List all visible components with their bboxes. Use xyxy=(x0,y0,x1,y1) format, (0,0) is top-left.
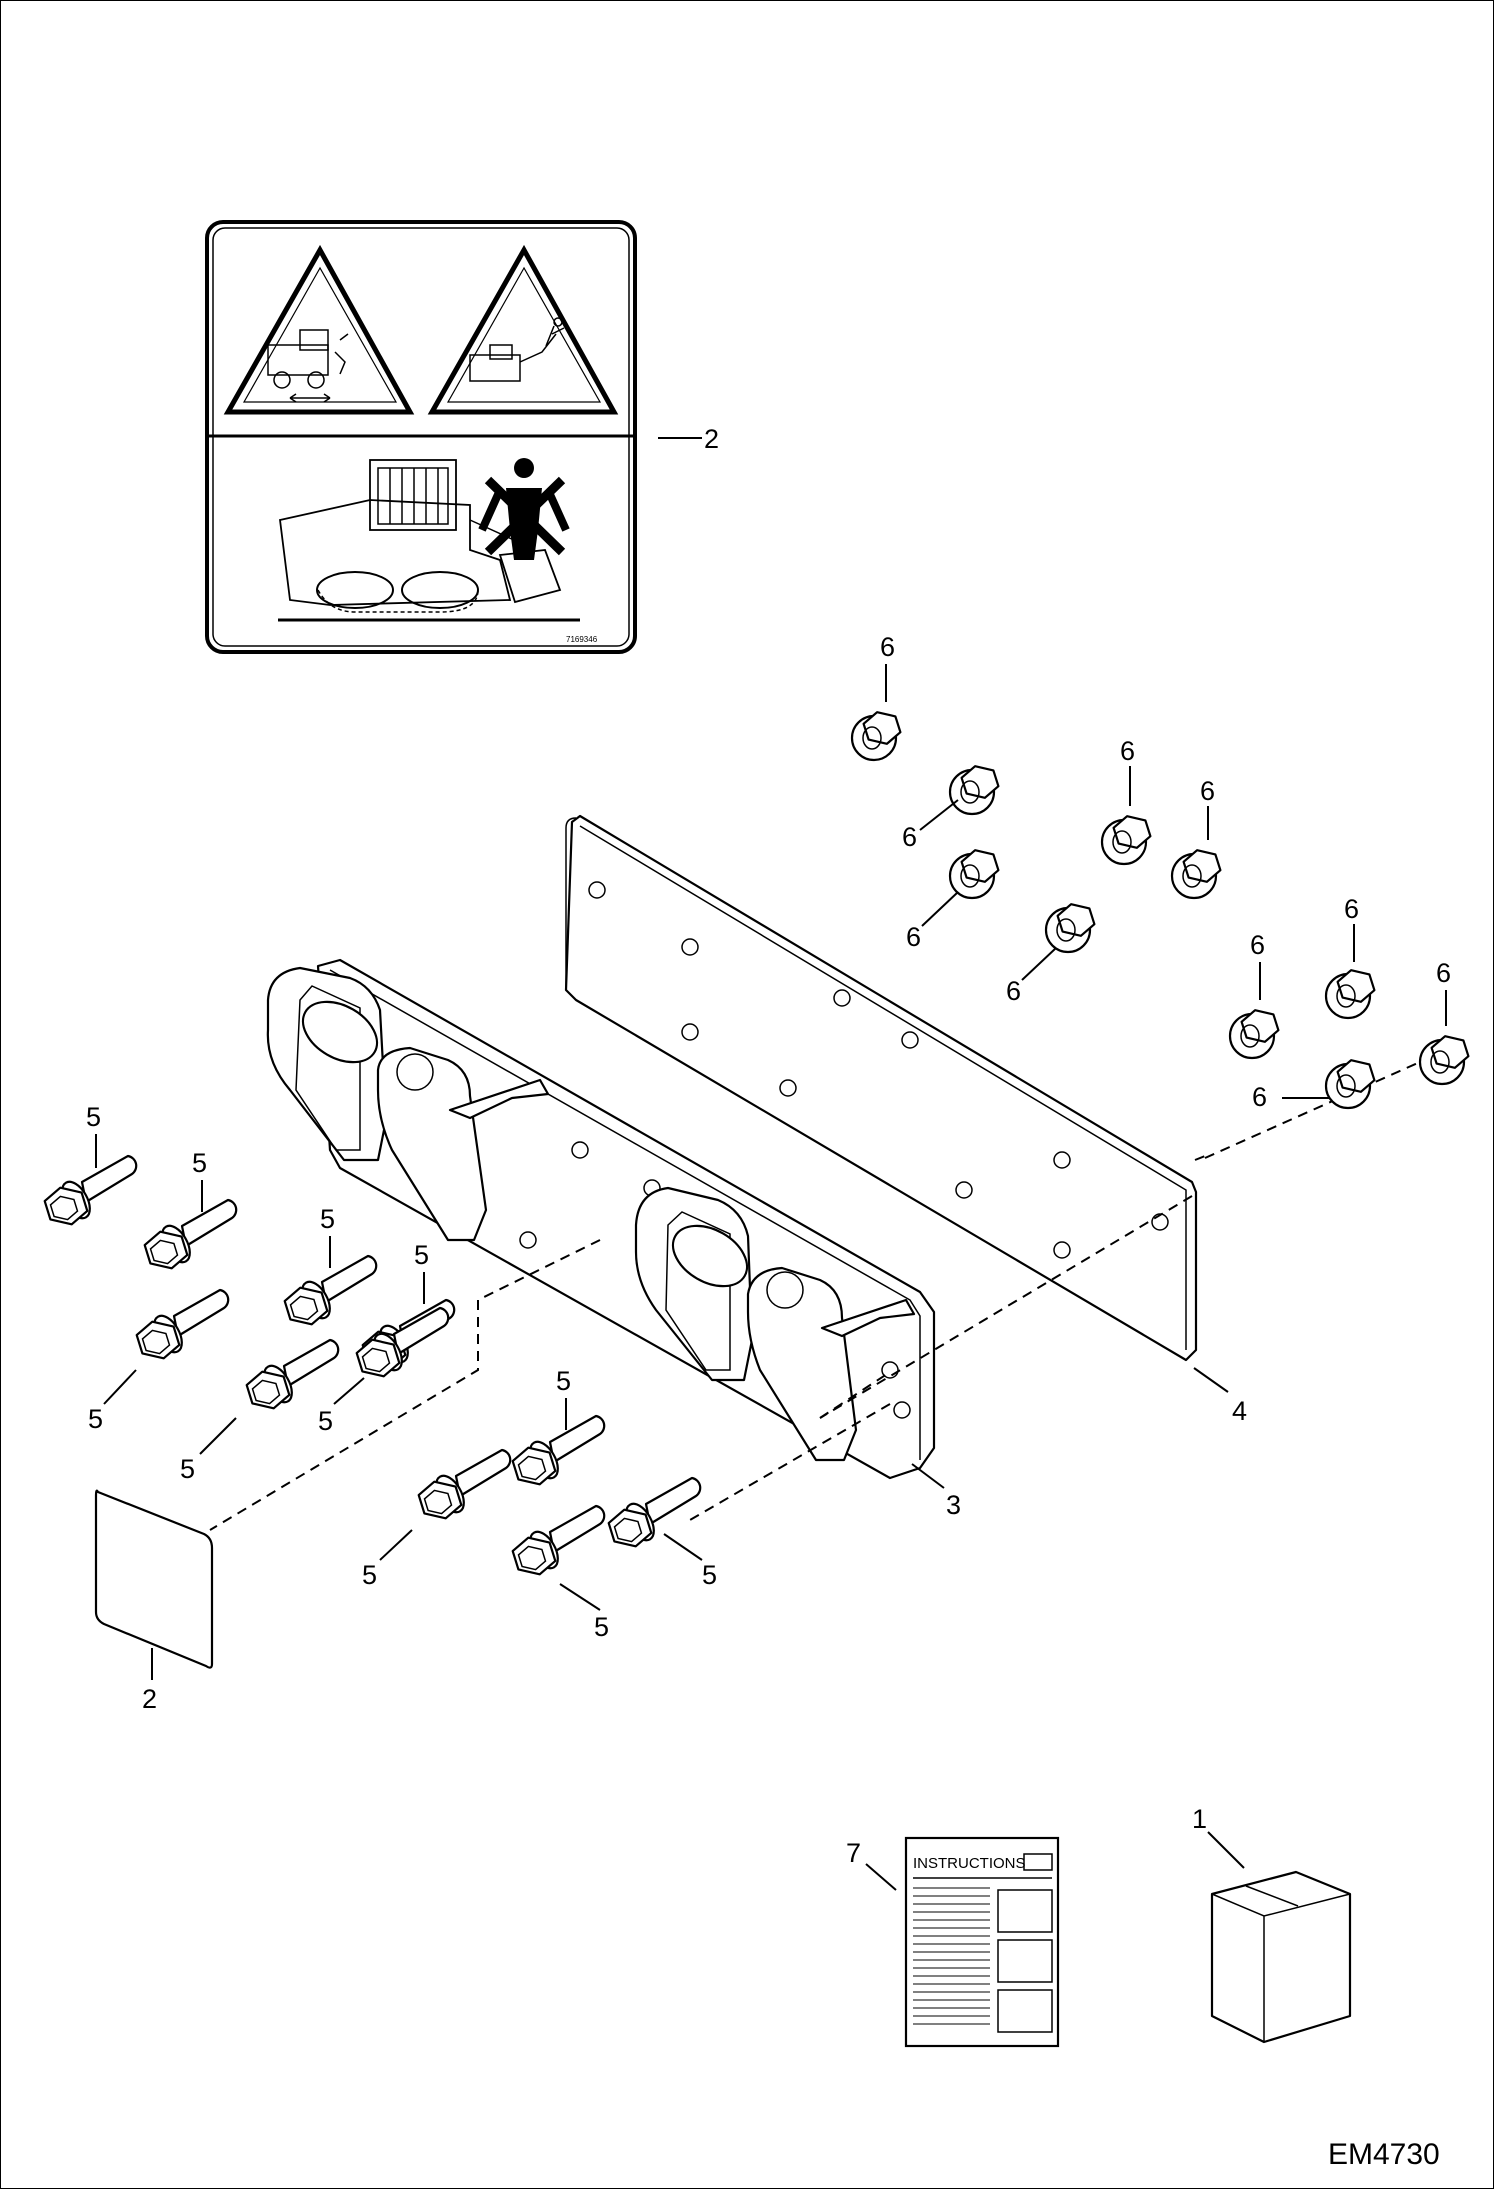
flange-nut: 6 xyxy=(850,632,902,762)
callout-6: 6 xyxy=(1344,894,1359,924)
callout-5: 5 xyxy=(556,1366,571,1396)
bolt: 5 xyxy=(607,1476,717,1590)
safety-decal: 7169346 xyxy=(205,220,637,654)
callout-6: 6 xyxy=(1200,776,1215,806)
callout-5: 5 xyxy=(702,1560,717,1590)
bolt: 5 xyxy=(143,1148,238,1270)
callout-5: 5 xyxy=(86,1102,101,1132)
bolt: 5 xyxy=(511,1504,609,1642)
callout-5: 5 xyxy=(414,1240,429,1270)
mounting-bracket xyxy=(266,958,936,1480)
bolt: 5 xyxy=(283,1204,378,1326)
callout-6: 6 xyxy=(906,922,921,952)
instruction-manual: INSTRUCTIONS xyxy=(904,1836,1060,2048)
bolt: 5 xyxy=(43,1102,138,1226)
callout-2-sheet: 2 xyxy=(142,1684,157,1714)
flange-nut: 6 xyxy=(906,849,1000,952)
flange-nut: 6 xyxy=(1324,894,1376,1020)
no-person-icon xyxy=(478,458,570,560)
flange-nut: 6 xyxy=(1228,930,1280,1060)
callout-5: 5 xyxy=(318,1406,333,1436)
nut-group: 6 6 6 6 6 6 6 6 6 6 xyxy=(850,632,1470,1112)
callout-5: 5 xyxy=(88,1404,103,1434)
callout-5: 5 xyxy=(362,1560,377,1590)
bolt: 5 xyxy=(88,1288,230,1434)
box-icon xyxy=(1210,1870,1352,2044)
flange-nut: 6 xyxy=(902,765,1000,852)
flange-nut: 6 xyxy=(1418,958,1470,1086)
callout-5: 5 xyxy=(320,1204,335,1234)
callout-5: 5 xyxy=(594,1612,609,1642)
callout-6: 6 xyxy=(1006,976,1021,1006)
flange-nut: 6 xyxy=(1100,736,1152,866)
backing-plate xyxy=(564,814,1198,1362)
track-loader-icon xyxy=(278,459,580,622)
manual-title: INSTRUCTIONS xyxy=(913,1855,1026,1872)
decal-sheet xyxy=(94,1489,214,1669)
flange-nut: 6 xyxy=(1252,1059,1376,1112)
callout-7: 7 xyxy=(846,1838,861,1868)
callout-3: 3 xyxy=(946,1490,961,1520)
callout-6: 6 xyxy=(1436,958,1451,988)
callout-5: 5 xyxy=(192,1148,207,1178)
callout-6: 6 xyxy=(902,822,917,852)
bolt: 5 xyxy=(511,1366,606,1486)
warning-triangle-fall-icon xyxy=(427,244,619,415)
drawing-number: EM4730 xyxy=(1328,2138,1440,2171)
callout-6: 6 xyxy=(1120,736,1135,766)
bolt: 5 xyxy=(318,1306,450,1436)
warning-triangle-crush-icon xyxy=(223,244,415,415)
decal-part-code: 7169346 xyxy=(566,635,598,644)
callout-6: 6 xyxy=(880,632,895,662)
callout-6: 6 xyxy=(1252,1082,1267,1112)
bolt: 5 xyxy=(180,1338,340,1484)
bolt: 5 xyxy=(362,1448,512,1590)
callout-6: 6 xyxy=(1250,930,1265,960)
flange-nut: 6 xyxy=(1006,903,1096,1006)
flange-nut: 6 xyxy=(1170,776,1222,900)
callout-5: 5 xyxy=(180,1454,195,1484)
bolt-group: 5 5 5 5 5 5 5 5 5 5 5 xyxy=(43,1102,717,1642)
callout-1: 1 xyxy=(1192,1804,1207,1834)
callout-2-decal: 2 xyxy=(704,424,719,454)
callout-4: 4 xyxy=(1232,1396,1247,1426)
